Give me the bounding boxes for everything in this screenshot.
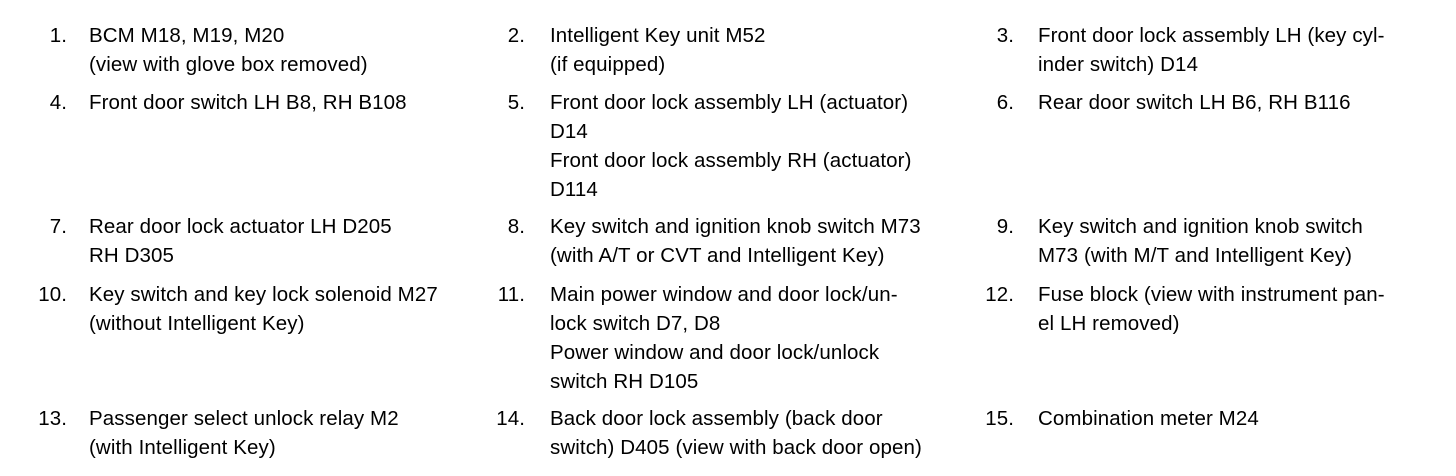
item-text-line: Rear door lock actuator LH D205 bbox=[89, 215, 392, 238]
item-number: 8. bbox=[507, 215, 525, 238]
item-text-line: (with A/T or CVT and Intelligent Key) bbox=[550, 244, 885, 267]
item-text-line: (if equipped) bbox=[550, 53, 666, 76]
item-description: Main power window and door lock/un- lock… bbox=[550, 280, 898, 396]
item-text-line: Main power window and door lock/un- bbox=[550, 283, 898, 306]
item-text-line: Front door lock assembly LH (key cyl- bbox=[1038, 24, 1385, 47]
item-number: 7. bbox=[49, 215, 67, 238]
item-text-line: Front door lock assembly RH (actuator) bbox=[550, 149, 912, 172]
item-text-line: D114 bbox=[550, 178, 598, 201]
item-number: 14. bbox=[496, 407, 525, 430]
item-text-line: lock switch D7, D8 bbox=[550, 312, 721, 335]
item-number: 3. bbox=[996, 24, 1014, 47]
item-text-line: (with Intelligent Key) bbox=[89, 436, 276, 459]
item-text-line: Front door lock assembly LH (actuator) bbox=[550, 91, 909, 114]
item-text-line: RH D305 bbox=[89, 244, 175, 267]
item-description: Front door switch LH B8, RH B108 bbox=[89, 88, 407, 117]
item-number: 2. bbox=[507, 24, 525, 47]
item-number: 4. bbox=[49, 91, 67, 114]
item-description: Front door lock assembly LH (actuator) D… bbox=[550, 88, 912, 204]
item-text-line: switch) D405 (view with back door open) bbox=[550, 436, 922, 459]
item-text-line: Key switch and key lock solenoid M27 bbox=[89, 283, 438, 306]
item-text-line: M73 (with M/T and Intelligent Key) bbox=[1038, 244, 1353, 267]
item-number: 11. bbox=[497, 283, 525, 306]
item-text-line: Intelligent Key unit M52 bbox=[550, 24, 766, 47]
item-description: Rear door lock actuator LH D205 RH D305 bbox=[89, 212, 392, 270]
item-description: Rear door switch LH B6, RH B116 bbox=[1038, 88, 1351, 117]
item-description: Front door lock assembly LH (key cyl- in… bbox=[1038, 21, 1385, 79]
item-description: Fuse block (view with instrument pan- el… bbox=[1038, 280, 1385, 338]
item-number: 12. bbox=[985, 283, 1014, 306]
item-text-line: Key switch and ignition knob switch bbox=[1038, 215, 1363, 238]
item-text-line: D14 bbox=[550, 120, 588, 143]
item-text-line: Key switch and ignition knob switch M73 bbox=[550, 215, 921, 238]
item-description: Combination meter M24 bbox=[1038, 404, 1259, 433]
item-description: Key switch and ignition knob switch M73 … bbox=[550, 212, 921, 270]
item-text-line: (view with glove box removed) bbox=[89, 53, 368, 76]
item-description: Key switch and key lock solenoid M27 (wi… bbox=[89, 280, 438, 338]
item-text-line: Combination meter M24 bbox=[1038, 407, 1259, 430]
item-description: BCM M18, M19, M20 (view with glove box r… bbox=[89, 21, 368, 79]
item-text-line: Power window and door lock/unlock bbox=[550, 341, 880, 364]
item-number: 10. bbox=[38, 283, 67, 306]
item-description: Back door lock assembly (back door switc… bbox=[550, 404, 922, 462]
item-text-line: BCM M18, M19, M20 bbox=[89, 24, 285, 47]
item-description: Intelligent Key unit M52 (if equipped) bbox=[550, 21, 766, 79]
item-number: 13. bbox=[38, 407, 67, 430]
item-text-line: el LH removed) bbox=[1038, 312, 1180, 335]
item-text-line: Rear door switch LH B6, RH B116 bbox=[1038, 91, 1351, 114]
item-number: 1. bbox=[49, 24, 67, 47]
item-text-line: Front door switch LH B8, RH B108 bbox=[89, 91, 407, 114]
item-text-line: Back door lock assembly (back door bbox=[550, 407, 883, 430]
item-number: 5. bbox=[507, 91, 525, 114]
item-description: Key switch and ignition knob switch M73 … bbox=[1038, 212, 1363, 270]
item-text-line: Passenger select unlock relay M2 bbox=[89, 407, 399, 430]
item-text-line: Fuse block (view with instrument pan- bbox=[1038, 283, 1385, 306]
item-text-line: inder switch) D14 bbox=[1038, 53, 1199, 76]
item-number: 9. bbox=[996, 215, 1014, 238]
item-description: Passenger select unlock relay M2 (with I… bbox=[89, 404, 399, 462]
item-text-line: switch RH D105 bbox=[550, 370, 699, 393]
item-number: 6. bbox=[996, 91, 1014, 114]
item-text-line: (without Intelligent Key) bbox=[89, 312, 305, 335]
item-number: 15. bbox=[985, 407, 1014, 430]
